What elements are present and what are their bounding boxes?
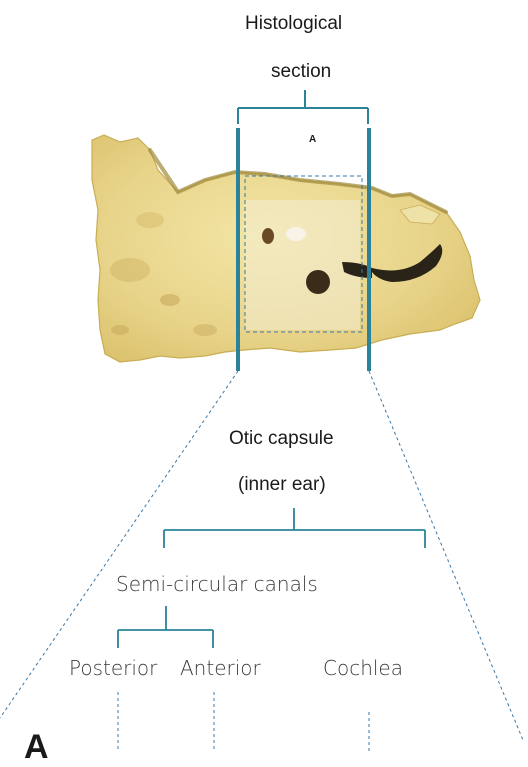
cochlear-fluid-spot — [286, 227, 306, 241]
temporal-bone-specimen — [92, 135, 480, 362]
bone-speckle — [110, 258, 150, 282]
otic-capsule-tree — [164, 508, 425, 548]
bone-speckle — [136, 212, 164, 228]
dark-lesion — [306, 270, 330, 294]
zoom-line-right — [369, 371, 523, 740]
section-bracket — [238, 90, 368, 124]
bone-speckle — [160, 294, 180, 306]
zoom-line-left — [0, 371, 238, 718]
bone-speckle — [111, 325, 129, 335]
semicircular-tree — [118, 606, 213, 648]
dark-lesion — [262, 228, 274, 244]
bone-speckle — [193, 324, 217, 336]
